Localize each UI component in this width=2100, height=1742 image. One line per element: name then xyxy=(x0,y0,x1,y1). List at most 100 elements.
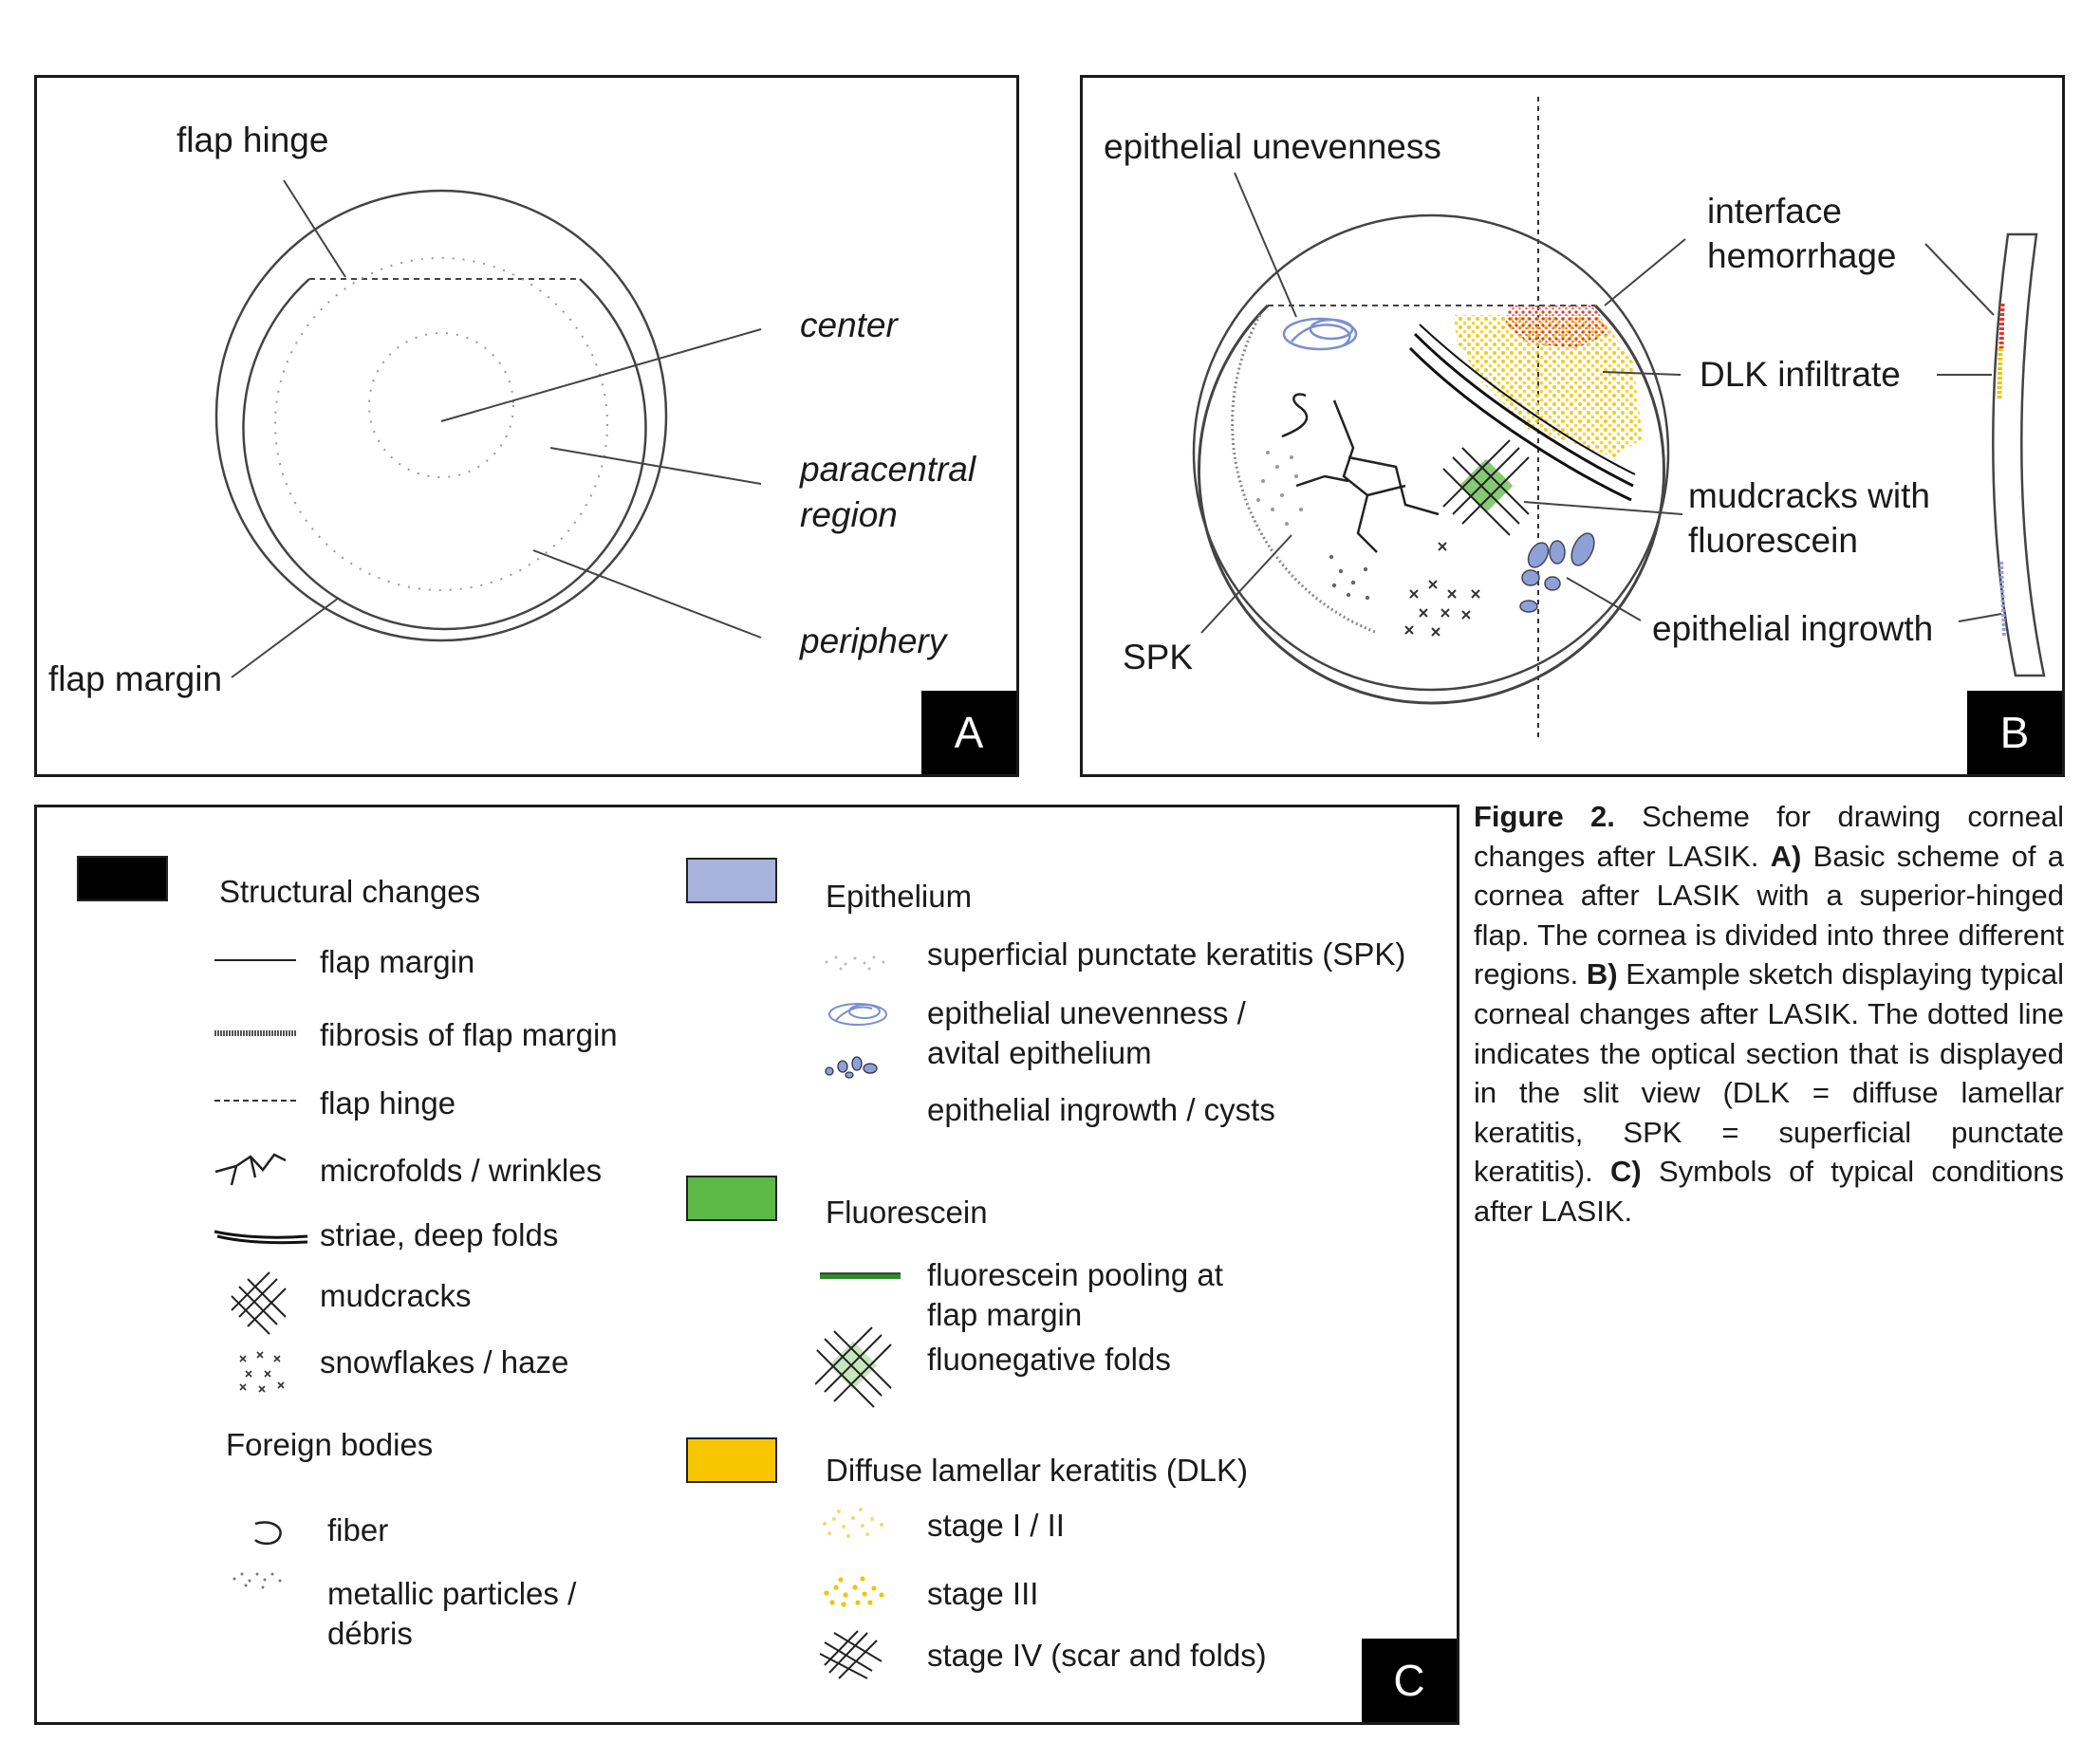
legend-striae: striae, deep folds xyxy=(320,1217,559,1252)
flap-outline xyxy=(1198,304,1665,705)
flap-hinge-label: flap hinge xyxy=(177,120,328,159)
fibrosis-margin xyxy=(1231,314,1376,634)
panel-a-diagram: flap hinge center paracentral region per… xyxy=(48,120,977,698)
fluonegative-symbol xyxy=(815,1326,892,1408)
legend-metallic-line1: metallic particles / xyxy=(327,1576,577,1611)
dlk-heading: Diffuse lamellar keratitis (DLK) xyxy=(826,1453,1249,1488)
hemorrhage-leader-2 xyxy=(1924,243,1995,316)
ingrowth-symbol xyxy=(825,1056,878,1079)
striae-folds xyxy=(1413,332,1634,488)
center-label: center xyxy=(800,306,900,344)
caption-figure-label: Figure 2. xyxy=(1474,800,1615,833)
caption-b-text: Example sketch displaying typical cornea… xyxy=(1474,957,2065,1189)
metallic-particles xyxy=(1329,554,1370,601)
caption-b-label: B) xyxy=(1586,957,1618,991)
foreign-bodies-heading: Foreign bodies xyxy=(226,1427,434,1462)
legend-symbols-col2 xyxy=(815,955,901,1679)
striae-fold-3 xyxy=(1419,324,1636,475)
panel-b-diagram: epithelial unevenness interface hemorrha… xyxy=(1104,97,2046,742)
legend-pooling-line1: fluorescein pooling at xyxy=(927,1257,1223,1292)
paracentral-label-line1: paracentral xyxy=(799,450,977,489)
caption-c-label: C) xyxy=(1610,1155,1642,1189)
panel-c-badge: C xyxy=(1362,1639,1457,1722)
legend-flap-hinge: flap hinge xyxy=(320,1085,456,1121)
center-ring xyxy=(368,332,514,478)
microfolds-symbol xyxy=(214,1153,287,1186)
periphery-label: periphery xyxy=(799,621,949,660)
mudcracks-fluorescein-mark xyxy=(1442,439,1530,536)
stage3-symbol xyxy=(824,1576,884,1607)
panel-b-badge: B xyxy=(1967,691,2062,774)
paracentral-ring xyxy=(274,257,608,591)
legend-unevenness-line2: avital epithelium xyxy=(927,1035,1152,1070)
paracentral-leader xyxy=(549,447,762,485)
legend-snowflakes: snowflakes / haze xyxy=(320,1344,569,1380)
caption-c-text: Symbols of typical conditions after LASI… xyxy=(1474,1155,2064,1228)
legend-stage3: stage III xyxy=(927,1576,1039,1611)
legend-symbols-col1 xyxy=(214,959,308,1589)
hemorrhage-leader-1 xyxy=(1604,238,1686,306)
legend-fiber: fiber xyxy=(327,1512,389,1547)
snowflakes-mark xyxy=(1404,542,1480,637)
microfolds-mark xyxy=(1295,399,1440,553)
slit-dlk xyxy=(1997,347,2003,399)
epithelium-heading: Epithelium xyxy=(826,879,973,914)
striae-symbol xyxy=(214,1230,308,1245)
caption-a-label: A) xyxy=(1770,839,1802,873)
fiber-symbol xyxy=(254,1521,282,1546)
cornea-outline xyxy=(1192,213,1670,692)
legend-microfolds: microfolds / wrinkles xyxy=(320,1153,603,1188)
stage12-symbol xyxy=(823,1508,883,1538)
dlk-infiltrate xyxy=(1453,315,1643,457)
panel-b: epithelial unevenness interface hemorrha… xyxy=(1080,75,2065,777)
figure-caption: Figure 2. Scheme for drawing corneal cha… xyxy=(1474,797,2064,1232)
legend-mudcracks: mudcracks xyxy=(320,1278,472,1313)
structural-swatch xyxy=(77,856,168,901)
legend-fibrosis: fibrosis of flap margin xyxy=(320,1017,618,1052)
hemorrhage-area xyxy=(1505,306,1609,348)
cornea-outline xyxy=(214,189,668,642)
spk-dots xyxy=(1256,451,1303,526)
fiber-mark xyxy=(1281,393,1309,438)
dlk-leader-1 xyxy=(1602,371,1682,376)
center-leader xyxy=(440,328,762,422)
ingrowth-leader-2 xyxy=(1958,613,2002,622)
legend-spk: superficial punctate keratitis (SPK) xyxy=(927,936,1406,972)
slit-view xyxy=(1992,232,2046,677)
legend-fluonegative: fluonegative folds xyxy=(927,1342,1171,1377)
spk-leader xyxy=(1200,534,1292,634)
flap-hinge-leader xyxy=(283,179,346,278)
legend-ingrowth: epithelial ingrowth / cysts xyxy=(927,1092,1275,1127)
dlk-infiltrate-label: DLK infiltrate xyxy=(1700,355,1901,394)
legend-stage4: stage IV (scar and folds) xyxy=(927,1638,1267,1673)
slit-hemorrhage xyxy=(1998,303,2005,349)
epithelial-ingrowth-mark xyxy=(1519,532,1595,613)
legend-pooling-line2: flap margin xyxy=(927,1297,1083,1332)
caption-a-text: Basic scheme of a cornea after LASIK wit… xyxy=(1474,839,2064,991)
unevenness-symbol xyxy=(828,1003,887,1026)
panel-a: flap hinge center paracentral region per… xyxy=(34,75,1019,777)
fluorescein-heading: Fluorescein xyxy=(826,1195,988,1230)
interface-hemorrhage-label-2: hemorrhage xyxy=(1707,236,1897,275)
metallic-symbol xyxy=(232,1572,282,1589)
stage4-symbol xyxy=(819,1630,883,1679)
dlk-swatch xyxy=(686,1437,777,1483)
panel-c: Structural changes flap margin fibrosis … xyxy=(34,805,1459,1725)
structural-heading: Structural changes xyxy=(219,874,481,909)
legend-stage12: stage I / II xyxy=(927,1508,1065,1543)
legend-metallic-line2: débris xyxy=(327,1616,413,1651)
unevenness-leader xyxy=(1234,172,1297,318)
flap-margin-label: flap margin xyxy=(48,659,222,698)
paracentral-label-line2: region xyxy=(800,495,898,534)
snowflakes-symbol xyxy=(239,1351,285,1393)
legend-flap-margin: flap margin xyxy=(320,944,475,979)
mudcracks-label-2: fluorescein xyxy=(1688,521,1858,560)
interface-hemorrhage-label-1: interface xyxy=(1707,192,1842,231)
epithelial-unevenness-label: epithelial unevenness xyxy=(1104,127,1441,166)
mudcracks-label-1: mudcracks with xyxy=(1688,476,1930,515)
panel-a-badge: A xyxy=(921,691,1016,774)
flap-margin-leader xyxy=(231,597,340,678)
mudcracks-symbol xyxy=(231,1271,287,1335)
fluorescein-swatch xyxy=(686,1176,777,1221)
spk-symbol xyxy=(825,955,885,971)
